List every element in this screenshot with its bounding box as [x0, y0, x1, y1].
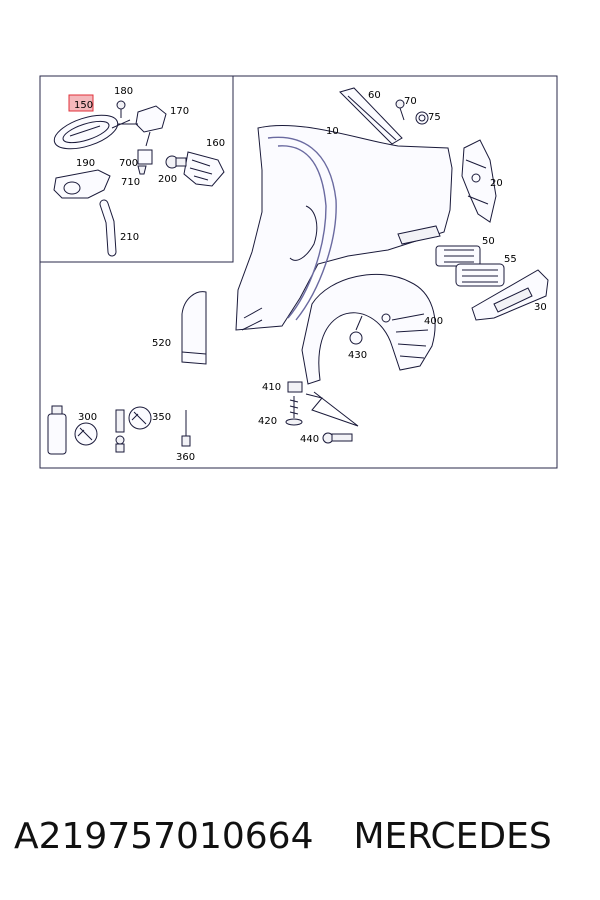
vent-insert-55[interactable] — [455, 263, 505, 287]
callout-170: 170 — [170, 106, 189, 117]
callout-400: 400 — [424, 316, 443, 327]
stud-360[interactable] — [181, 410, 191, 447]
bolt-200[interactable] — [165, 155, 187, 169]
screw-420[interactable] — [285, 396, 303, 426]
callout-20: 20 — [490, 178, 503, 189]
housing-190[interactable] — [53, 169, 111, 199]
callout-700: 700 — [119, 158, 138, 169]
wrench-symbol-300 — [74, 422, 98, 446]
callout-70: 70 — [404, 96, 417, 107]
callout-350: 350 — [152, 412, 171, 423]
brand-name: MERCEDES — [353, 815, 552, 857]
side-panel-10[interactable] — [235, 124, 453, 331]
screw-180[interactable] — [116, 100, 126, 118]
callout-710: 710 — [121, 177, 140, 188]
clip-410[interactable] — [287, 381, 303, 393]
callout-210: 210 — [120, 232, 139, 243]
callout-180: 180 — [114, 86, 133, 97]
nut-430[interactable] — [349, 315, 363, 345]
callout-410: 410 — [262, 382, 281, 393]
hinge-20[interactable] — [461, 139, 497, 223]
rail-60[interactable] — [339, 87, 403, 145]
rivet-440[interactable] — [322, 432, 353, 444]
liner-leader-lines — [305, 391, 359, 427]
callout-160: 160 — [206, 138, 225, 149]
wheel-liner-400[interactable] — [301, 273, 436, 385]
parts-diagram: 150 180 170 160 700 710 200 190 210 10 6… — [39, 75, 558, 469]
callout-50: 50 — [482, 236, 495, 247]
callout-150: 150 — [74, 100, 93, 111]
part-number: A219757010664 — [14, 815, 314, 857]
callout-55: 55 — [504, 254, 517, 265]
callout-430: 430 — [348, 350, 367, 361]
callout-440: 440 — [300, 434, 319, 445]
callout-420: 420 — [258, 416, 277, 427]
bolt-350[interactable] — [115, 409, 125, 453]
bolt-70[interactable] — [395, 99, 405, 121]
seal-520[interactable] — [181, 291, 207, 365]
inset-frame — [40, 76, 234, 263]
callout-75: 75 — [428, 112, 441, 123]
callout-10: 10 — [326, 126, 339, 137]
actuator-170[interactable] — [111, 105, 167, 147]
callout-360: 360 — [176, 452, 195, 463]
connector-700[interactable] — [137, 149, 153, 165]
clip-710[interactable] — [137, 165, 147, 175]
trim-30[interactable] — [471, 269, 549, 321]
callout-300: 300 — [78, 412, 97, 423]
bracket-160[interactable] — [183, 151, 225, 187]
footer: A219757010664 MERCEDES — [0, 806, 600, 866]
callout-200: 200 — [158, 174, 177, 185]
callout-60: 60 — [368, 90, 381, 101]
callout-30: 30 — [534, 302, 547, 313]
nut-75[interactable] — [415, 111, 429, 125]
vent-grille-50[interactable] — [435, 245, 481, 267]
tube-300[interactable] — [47, 405, 67, 455]
highlight-box-150 — [68, 94, 94, 112]
callout-520: 520 — [152, 338, 171, 349]
diagram-frame — [39, 75, 558, 469]
fuel-flap-150[interactable] — [50, 108, 121, 155]
callout-190: 190 — [76, 158, 95, 169]
hose-210[interactable] — [99, 199, 117, 257]
wrench-symbol-350 — [128, 406, 152, 430]
